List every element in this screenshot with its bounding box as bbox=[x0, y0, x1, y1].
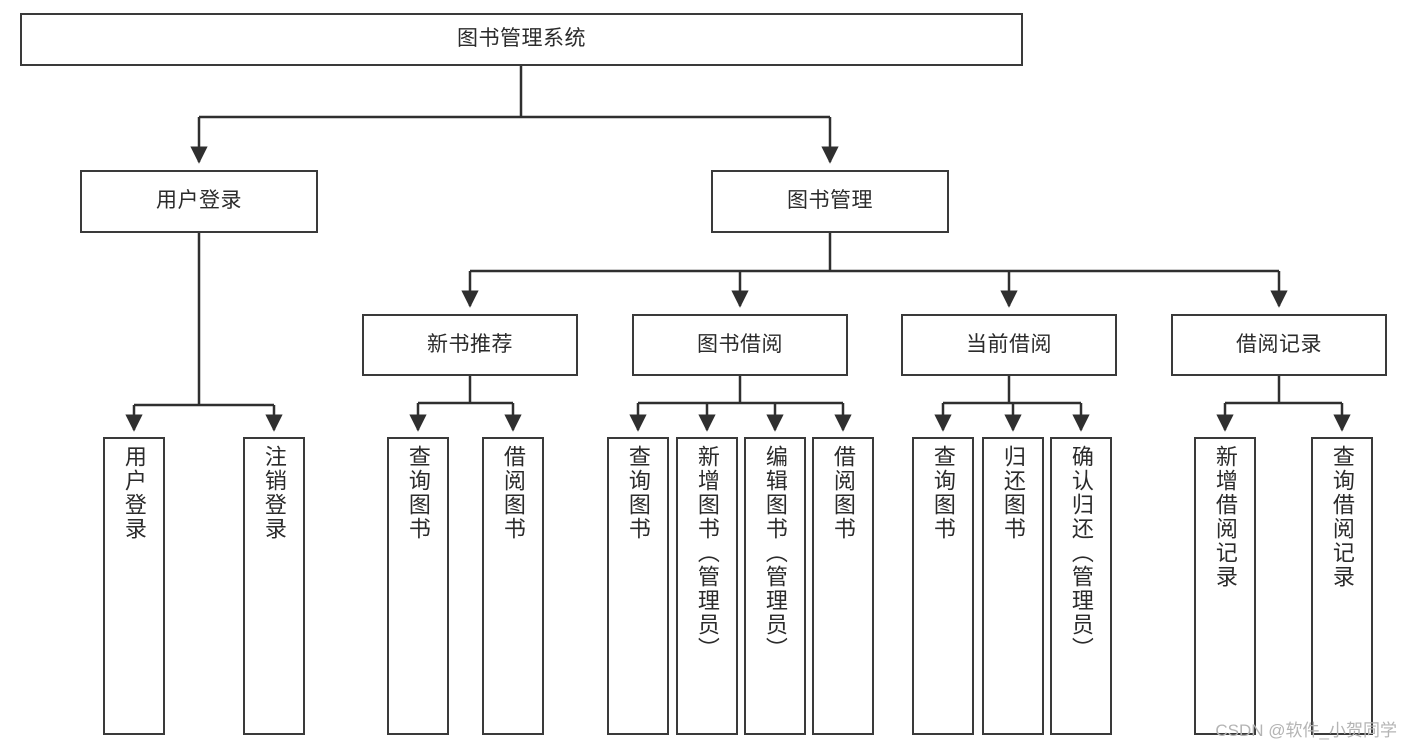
leaf-query-book-1-label: 查询图书 bbox=[405, 445, 431, 541]
node-borrow-record[interactable]: 借阅记录 bbox=[1171, 314, 1387, 376]
leaf-borrow-book-2-label: 借阅图书 bbox=[830, 445, 856, 541]
leaf-confirm-return-label: 确认归还（管理员） bbox=[1068, 445, 1094, 661]
node-root[interactable]: 图书管理系统 bbox=[20, 13, 1023, 66]
node-current-borrow[interactable]: 当前借阅 bbox=[901, 314, 1117, 376]
leaf-add-record-label: 新增借阅记录 bbox=[1212, 445, 1238, 589]
leaf-borrow-book-1[interactable]: 借阅图书 bbox=[482, 437, 544, 735]
leaf-confirm-return[interactable]: 确认归还（管理员） bbox=[1050, 437, 1112, 735]
node-current-borrow-label: 当前借阅 bbox=[966, 332, 1052, 356]
leaf-logout-login-label: 注销登录 bbox=[261, 445, 287, 541]
node-borrow-record-label: 借阅记录 bbox=[1236, 332, 1322, 356]
leaf-borrow-book-2[interactable]: 借阅图书 bbox=[812, 437, 874, 735]
leaf-query-record[interactable]: 查询借阅记录 bbox=[1311, 437, 1373, 735]
leaf-edit-book[interactable]: 编辑图书（管理员） bbox=[744, 437, 806, 735]
node-book-management[interactable]: 图书管理 bbox=[711, 170, 949, 233]
leaf-add-book-label: 新增图书（管理员） bbox=[694, 445, 720, 661]
leaf-query-book-2-label: 查询图书 bbox=[625, 445, 651, 541]
leaf-return-book[interactable]: 归还图书 bbox=[982, 437, 1044, 735]
leaf-return-book-label: 归还图书 bbox=[1000, 445, 1026, 541]
node-new-book-recommend[interactable]: 新书推荐 bbox=[362, 314, 578, 376]
node-user-login[interactable]: 用户登录 bbox=[80, 170, 318, 233]
node-new-book-recommend-label: 新书推荐 bbox=[427, 332, 513, 356]
node-book-borrow-label: 图书借阅 bbox=[697, 332, 783, 356]
leaf-add-book[interactable]: 新增图书（管理员） bbox=[676, 437, 738, 735]
node-root-label: 图书管理系统 bbox=[457, 27, 586, 51]
csdn-watermark: CSDN @软件_小贺同学 bbox=[1215, 721, 1397, 740]
leaf-borrow-book-1-label: 借阅图书 bbox=[500, 445, 526, 541]
leaf-logout-login[interactable]: 注销登录 bbox=[243, 437, 305, 735]
leaf-query-book-3-label: 查询图书 bbox=[930, 445, 956, 541]
leaf-user-login[interactable]: 用户登录 bbox=[103, 437, 165, 735]
leaf-query-book-1[interactable]: 查询图书 bbox=[387, 437, 449, 735]
node-user-login-label: 用户登录 bbox=[156, 189, 242, 213]
leaf-query-book-3[interactable]: 查询图书 bbox=[912, 437, 974, 735]
node-book-management-label: 图书管理 bbox=[787, 189, 873, 213]
leaf-add-record[interactable]: 新增借阅记录 bbox=[1194, 437, 1256, 735]
node-book-borrow[interactable]: 图书借阅 bbox=[632, 314, 848, 376]
leaf-query-book-2[interactable]: 查询图书 bbox=[607, 437, 669, 735]
leaf-query-record-label: 查询借阅记录 bbox=[1329, 445, 1355, 589]
leaf-user-login-label: 用户登录 bbox=[121, 445, 147, 541]
leaf-edit-book-label: 编辑图书（管理员） bbox=[762, 445, 788, 661]
